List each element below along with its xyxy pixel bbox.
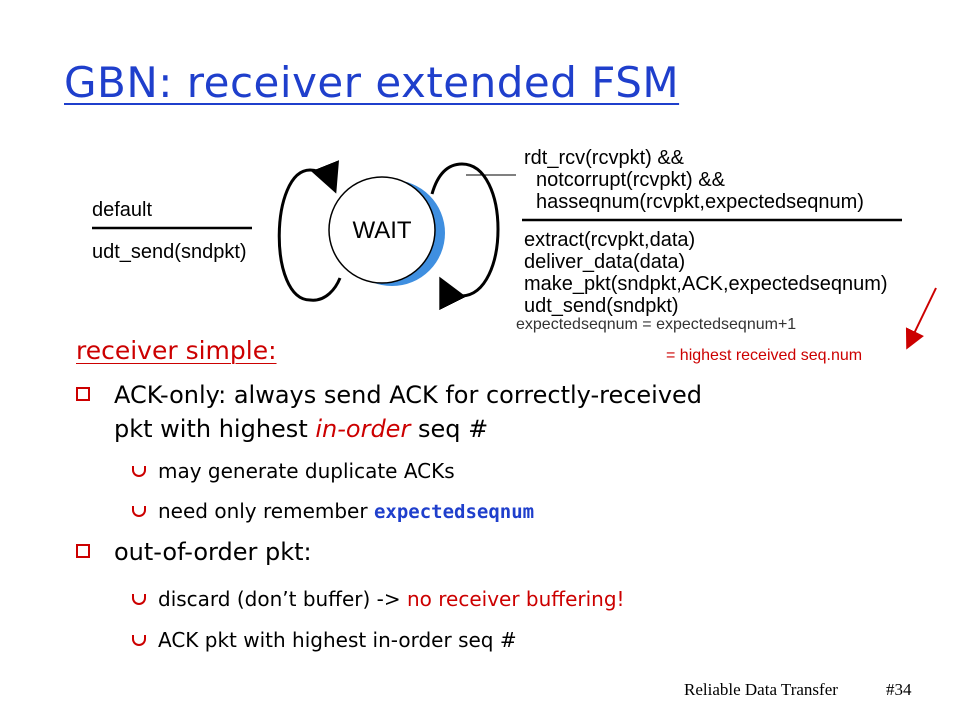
bullet-out-of-order-text: out-of-order pkt: (114, 538, 312, 566)
sub-bullet-icon (132, 506, 146, 517)
bullet-square-icon (76, 387, 90, 401)
page-title: GBN: receiver extended FSM (64, 58, 680, 107)
wait-state (328, 176, 436, 284)
left-loop-entry (309, 160, 340, 194)
left-event: default (92, 199, 152, 221)
fsm-diagram: WAIT default udt_send(sndpkt) rdt_rcv(rc… (92, 147, 937, 350)
sub-bullet-ack-highest: ACK pkt with highest in-order seq # (132, 626, 517, 654)
highest-seqnum-note: = highest received seq.num (666, 347, 863, 364)
left-action: udt_send(sndpkt) (92, 241, 247, 263)
sub-bullet-icon (132, 635, 146, 646)
section-heading: receiver simple: (76, 336, 277, 365)
right-action-4: udt_send(sndpkt) (524, 295, 679, 317)
no-buffering-emphasis: no receiver buffering! (406, 587, 625, 611)
expectedseqnum-code: expectedseqnum (373, 501, 535, 523)
in-order-emphasis: in-order (315, 415, 411, 443)
bullet-ack-only-line2: pkt with highest (114, 415, 316, 443)
bullet-out-of-order: out-of-order pkt: (76, 535, 876, 569)
right-event-line-3: hasseqnum(rcvpkt,expectedseqnum) (536, 191, 864, 213)
right-action-3: make_pkt(sndpkt,ACK,expectedseqnum) (524, 273, 888, 295)
sub-bullet-discard: discard (don’t buffer) -> no receiver bu… (132, 585, 625, 613)
footer-label: Reliable Data Transfer (684, 680, 838, 699)
bullet-ack-only: ACK-only: always send ACK for correctly-… (76, 378, 876, 446)
right-action-2: deliver_data(data) (524, 251, 685, 273)
bullet-ack-only-line2-end: seq # (410, 415, 489, 443)
bullet-ack-only-text: ACK-only: always send ACK for correctly-… (114, 381, 703, 409)
right-action-1: extract(rcvpkt,data) (524, 229, 695, 251)
right-event-line-2: notcorrupt(rcvpkt) && (536, 169, 726, 191)
sub-bullet-duplicate-acks: may generate duplicate ACKs (132, 457, 455, 485)
right-event-line-1: rdt_rcv(rcvpkt) && (524, 147, 685, 169)
wait-state-label: WAIT (352, 217, 411, 244)
bullet-square-icon (76, 544, 90, 558)
sub-bullet-remember: need only remember expectedseqnum (132, 497, 534, 526)
sub-bullet-icon (132, 466, 146, 477)
sub-bullet-duplicate-acks-text: may generate duplicate ACKs (158, 459, 455, 483)
sub-bullet-discard-text: discard (don’t buffer) -> (158, 587, 407, 611)
seqnum-increment: expectedseqnum = expectedseqnum+1 (516, 316, 797, 333)
sub-bullet-icon (132, 594, 146, 605)
left-self-loop (277, 168, 342, 302)
sub-bullet-remember-text: need only remember (158, 499, 374, 523)
sub-bullet-ack-highest-text: ACK pkt with highest in-order seq # (158, 628, 517, 652)
annotation-arrow (905, 287, 937, 350)
footer-page-number: #34 (886, 680, 912, 699)
right-self-loop (430, 162, 500, 311)
